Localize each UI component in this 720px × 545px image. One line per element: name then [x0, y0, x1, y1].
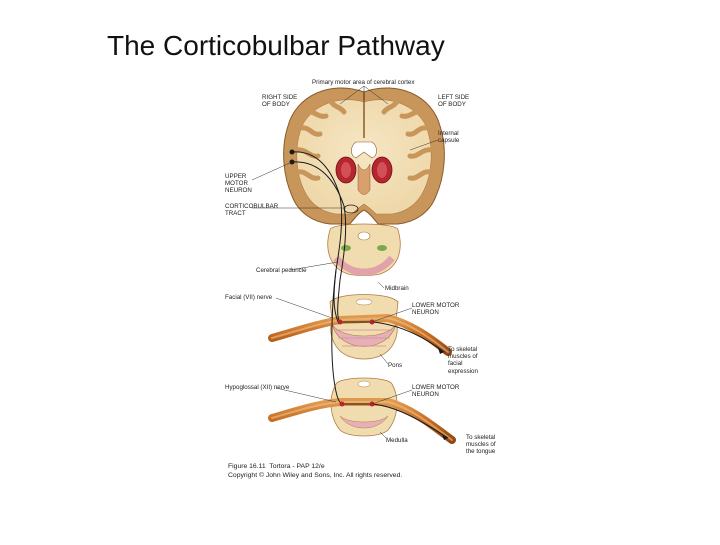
label-corticobulbar-tract: CORTICOBULBAR TRACT — [225, 203, 279, 218]
label-internal-capsule: Internal capsule — [438, 130, 460, 145]
label-midbrain: Midbrain — [385, 285, 409, 292]
figure-caption: Figure 16.11 Tortora - PAP 12/e Copyrigh… — [228, 462, 402, 480]
label-skeletal-facial: To skeletal muscles of facial expression — [448, 346, 478, 375]
label-cerebral-peduncle: Cerebral peduncle — [256, 267, 307, 274]
medulla-section — [330, 377, 398, 437]
label-skeletal-tongue: To skeletal muscles of the tongue — [466, 434, 496, 456]
label-right-side: RIGHT SIDE OF BODY — [262, 94, 298, 109]
label-primary-motor-area: Primary motor area of cerebral cortex — [312, 79, 415, 86]
caption-line-1: Figure 16.11 Tortora - PAP 12/e — [228, 463, 325, 470]
facial-nerve — [268, 313, 452, 356]
upper-motor-neuron-1 — [289, 149, 295, 155]
label-upper-motor-neuron: UPPER MOTOR NEURON — [225, 173, 252, 195]
white-matter — [296, 99, 432, 215]
corticobulbar-pathway — [291, 151, 449, 439]
lateral-ventricles — [351, 141, 377, 159]
pons-section — [329, 294, 399, 360]
medulla-nucleus-left — [339, 401, 345, 407]
label-lower-motor-neuron-2: LOWER MOTOR NEURON — [412, 384, 460, 399]
label-hypoglossal-nerve: Hypoglossal (XII) nerve — [225, 384, 290, 391]
pons-nucleus-left — [337, 319, 343, 325]
label-facial-nerve: Facial (VII) nerve — [225, 294, 273, 301]
label-lower-motor-neuron-1: LOWER MOTOR NEURON — [412, 302, 460, 317]
label-medulla: Medulla — [386, 437, 408, 444]
label-pons: Pons — [388, 362, 403, 369]
label-left-side: LEFT SIDE OF BODY — [438, 94, 470, 109]
leader-lines — [251, 85, 439, 439]
slide-title: The Corticobulbar Pathway — [107, 30, 445, 61]
hypoglossal-nerve — [268, 398, 456, 444]
caption-line-2: Copyright © John Wiley and Sons, Inc. Al… — [228, 472, 403, 479]
cerebrum-section — [283, 87, 445, 225]
midbrain-section — [327, 223, 401, 276]
